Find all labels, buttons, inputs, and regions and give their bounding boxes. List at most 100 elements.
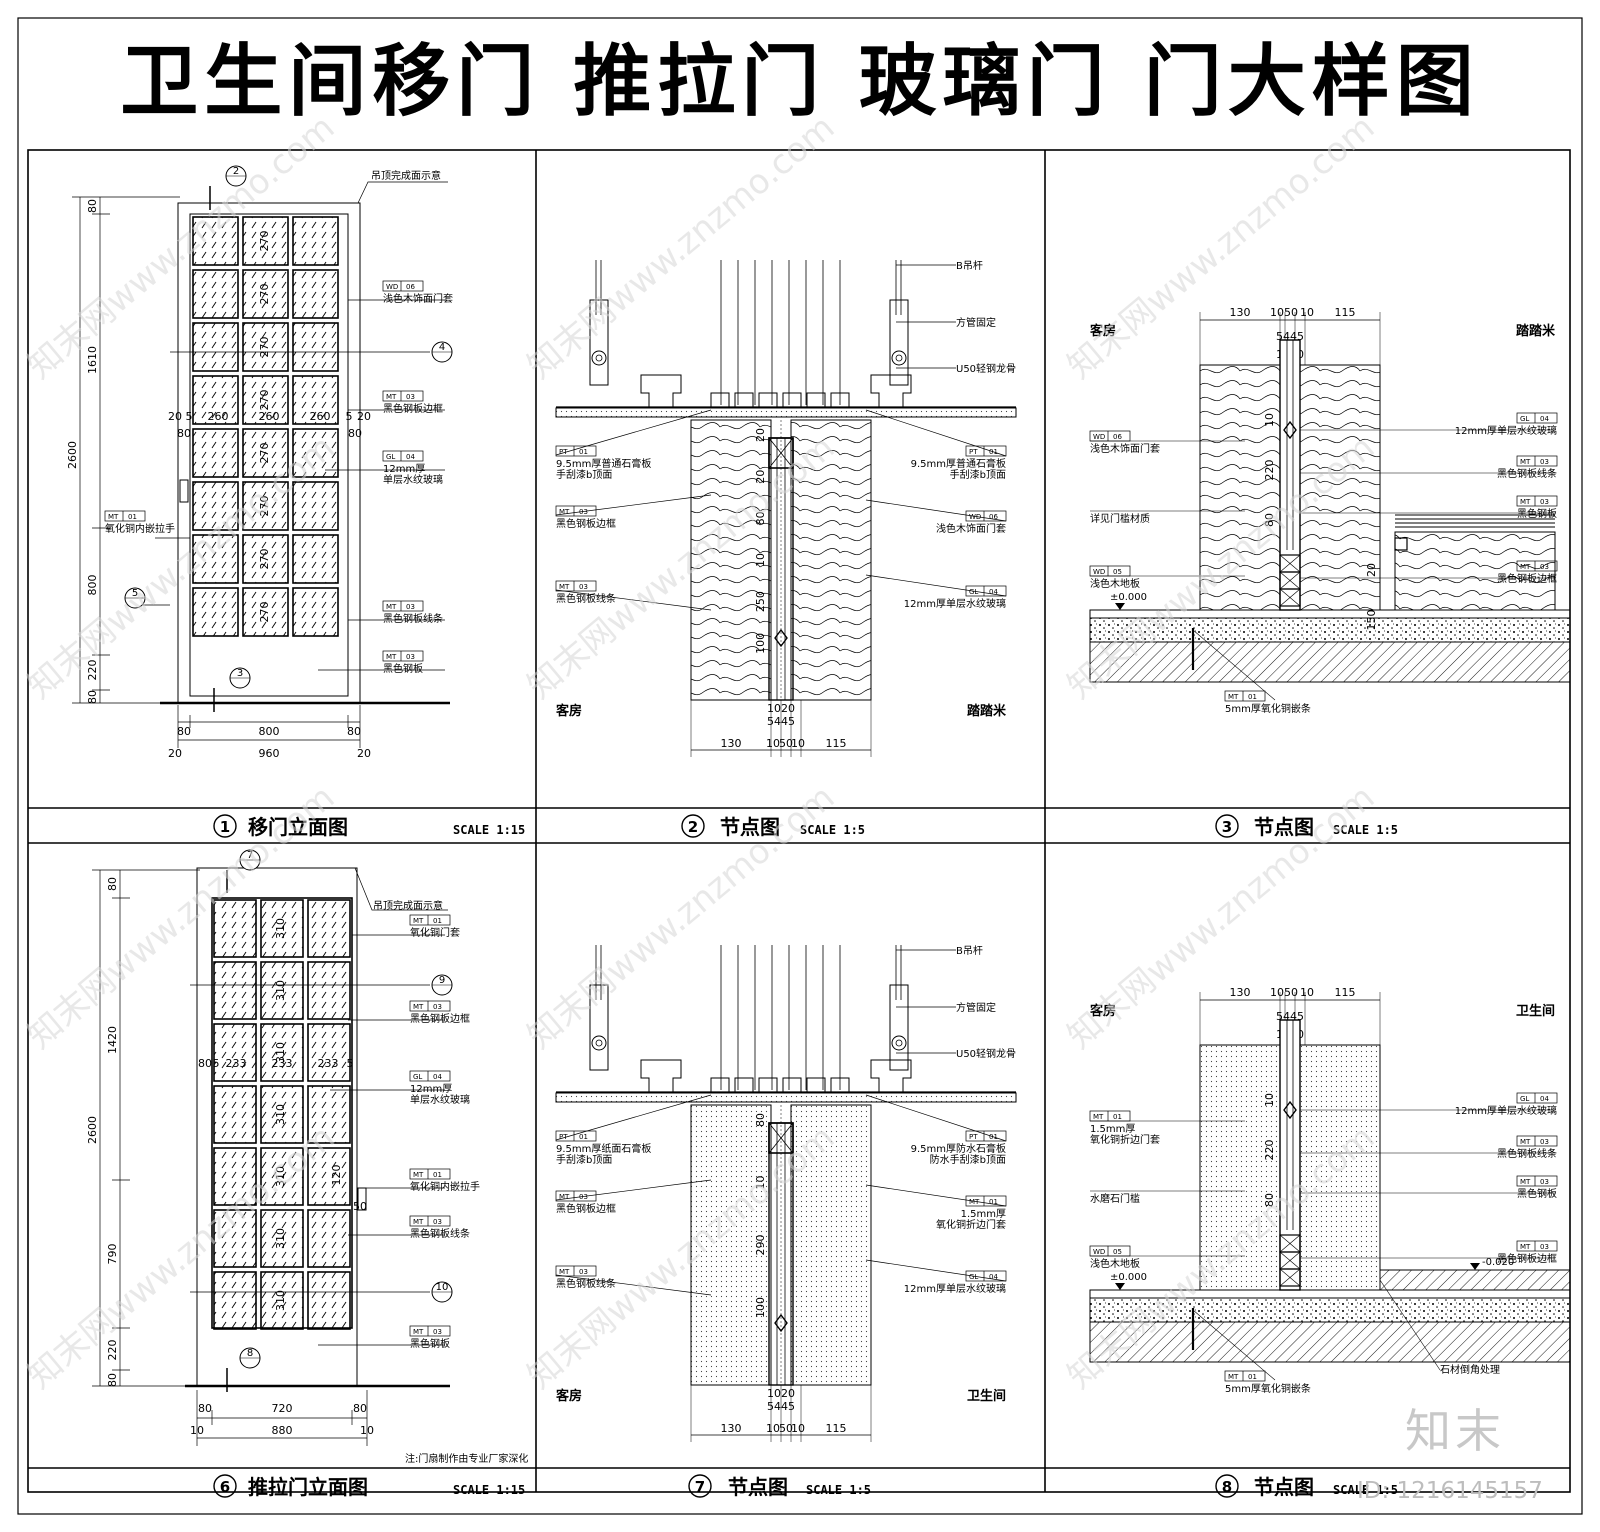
svg-text:手刮漆b顶面: 手刮漆b顶面 bbox=[556, 1153, 612, 1166]
svg-text:MT: MT bbox=[1520, 1138, 1531, 1146]
svg-text:MT: MT bbox=[1520, 1243, 1531, 1251]
caption-2: 2 节点图 SCALE 1:5 bbox=[681, 814, 865, 839]
svg-text:03: 03 bbox=[1540, 458, 1549, 466]
svg-text:黑色钢板线条: 黑色钢板线条 bbox=[410, 1227, 470, 1240]
svg-text:12mm厚单层水纹玻璃: 12mm厚单层水纹玻璃 bbox=[904, 597, 1006, 610]
svg-text:12mm厚单层水纹玻璃: 12mm厚单层水纹玻璃 bbox=[904, 1282, 1006, 1295]
svg-text:80: 80 bbox=[106, 877, 119, 891]
svg-text:SCALE 1:5: SCALE 1:5 bbox=[1333, 823, 1398, 837]
svg-text:黑色钢板: 黑色钢板 bbox=[383, 662, 423, 675]
glass-pane bbox=[213, 1209, 257, 1268]
svg-text:03: 03 bbox=[406, 603, 415, 611]
svg-text:PT: PT bbox=[969, 448, 978, 456]
glass-pane bbox=[292, 587, 339, 637]
svg-text:10: 10 bbox=[766, 737, 780, 750]
svg-text:WD: WD bbox=[1093, 1248, 1105, 1256]
svg-text:03: 03 bbox=[1540, 498, 1549, 506]
svg-text:220: 220 bbox=[106, 1340, 119, 1361]
svg-text:115: 115 bbox=[1335, 306, 1356, 319]
svg-text:80: 80 bbox=[754, 1113, 767, 1127]
svg-text:MT: MT bbox=[413, 1171, 424, 1179]
svg-text:单层水纹玻璃: 单层水纹玻璃 bbox=[383, 473, 443, 486]
handle-1 bbox=[179, 479, 189, 503]
cell-dim: 310 bbox=[274, 1104, 287, 1125]
glass-pane bbox=[213, 1271, 257, 1330]
svg-text:233: 233 bbox=[272, 1057, 293, 1070]
callout-3: 3 bbox=[213, 667, 251, 712]
svg-text:04: 04 bbox=[1540, 415, 1549, 423]
svg-text:PT: PT bbox=[559, 1133, 568, 1141]
svg-text:MT: MT bbox=[1520, 498, 1531, 506]
svg-text:800: 800 bbox=[259, 725, 280, 738]
svg-text:GL: GL bbox=[413, 1073, 422, 1081]
svg-text:03: 03 bbox=[406, 653, 415, 661]
svg-text:10: 10 bbox=[360, 1424, 374, 1437]
svg-text:03: 03 bbox=[1540, 1138, 1549, 1146]
svg-text:03: 03 bbox=[579, 1268, 588, 1276]
svg-text:2: 2 bbox=[688, 818, 698, 836]
svg-text:5: 5 bbox=[132, 588, 138, 599]
svg-text:PT: PT bbox=[559, 448, 568, 456]
handle-6 bbox=[357, 1187, 367, 1211]
svg-text:10: 10 bbox=[1300, 986, 1314, 999]
glass-pane bbox=[292, 216, 339, 266]
svg-text:1610: 1610 bbox=[86, 346, 99, 374]
glass-pane bbox=[307, 1271, 351, 1330]
svg-text:黑色钢板边框: 黑色钢板边框 bbox=[410, 1012, 470, 1025]
svg-text:方管固定: 方管固定 bbox=[956, 316, 996, 329]
svg-text:节点图: 节点图 bbox=[1254, 815, 1314, 839]
glass-pane bbox=[260, 1209, 304, 1268]
svg-text:80: 80 bbox=[86, 199, 99, 213]
glass-pane bbox=[192, 481, 239, 531]
svg-text:01: 01 bbox=[433, 917, 442, 925]
svg-text:1020: 1020 bbox=[767, 702, 795, 715]
svg-text:04: 04 bbox=[989, 588, 998, 596]
svg-text:GL: GL bbox=[386, 453, 395, 461]
svg-text:黑色钢板边框: 黑色钢板边框 bbox=[556, 517, 616, 530]
svg-text:氧化铜门套: 氧化铜门套 bbox=[410, 926, 460, 939]
svg-text:8: 8 bbox=[247, 1348, 253, 1359]
svg-text:260: 260 bbox=[208, 410, 229, 423]
svg-text:220: 220 bbox=[86, 660, 99, 681]
sheet-border bbox=[17, 17, 1583, 1515]
glass-pane bbox=[292, 428, 339, 478]
svg-text:1.5mm厚: 1.5mm厚 bbox=[1090, 1123, 1135, 1135]
glass-pane bbox=[192, 428, 239, 478]
svg-text:1: 1 bbox=[220, 818, 230, 836]
svg-text:50: 50 bbox=[779, 737, 793, 750]
svg-text:12mm厚单层水纹玻璃: 12mm厚单层水纹玻璃 bbox=[1455, 424, 1557, 437]
svg-text:手刮漆b顶面: 手刮漆b顶面 bbox=[950, 468, 1006, 481]
svg-text:黑色钢板线条: 黑色钢板线条 bbox=[556, 592, 616, 605]
svg-text:50: 50 bbox=[779, 1422, 793, 1435]
svg-text:黑色钢板线条: 黑色钢板线条 bbox=[556, 1277, 616, 1290]
svg-text:B吊杆: B吊杆 bbox=[956, 260, 983, 272]
svg-text:MT: MT bbox=[559, 583, 570, 591]
glass-pane bbox=[242, 216, 289, 266]
svg-text:4: 4 bbox=[439, 342, 445, 353]
svg-text:80: 80 bbox=[348, 427, 362, 440]
svg-text:卫生间: 卫生间 bbox=[1516, 1003, 1555, 1019]
svg-text:SCALE 1:5: SCALE 1:5 bbox=[800, 823, 865, 837]
svg-text:80: 80 bbox=[198, 1057, 212, 1070]
svg-text:B吊杆: B吊杆 bbox=[956, 945, 983, 957]
glass-pane bbox=[307, 1147, 351, 1206]
svg-text:10: 10 bbox=[766, 1422, 780, 1435]
cell-dim: 310 bbox=[274, 918, 287, 939]
svg-text:5mm厚氧化铜嵌条: 5mm厚氧化铜嵌条 bbox=[1225, 702, 1311, 715]
svg-text:SCALE 1:15: SCALE 1:15 bbox=[453, 1483, 525, 1497]
glass-pane bbox=[192, 322, 239, 372]
glass-pane bbox=[192, 534, 239, 584]
svg-text:氧化铜折边门套: 氧化铜折边门套 bbox=[936, 1218, 1006, 1231]
svg-text:260: 260 bbox=[259, 410, 280, 423]
svg-text:03: 03 bbox=[579, 508, 588, 516]
svg-text:720: 720 bbox=[272, 1402, 293, 1415]
